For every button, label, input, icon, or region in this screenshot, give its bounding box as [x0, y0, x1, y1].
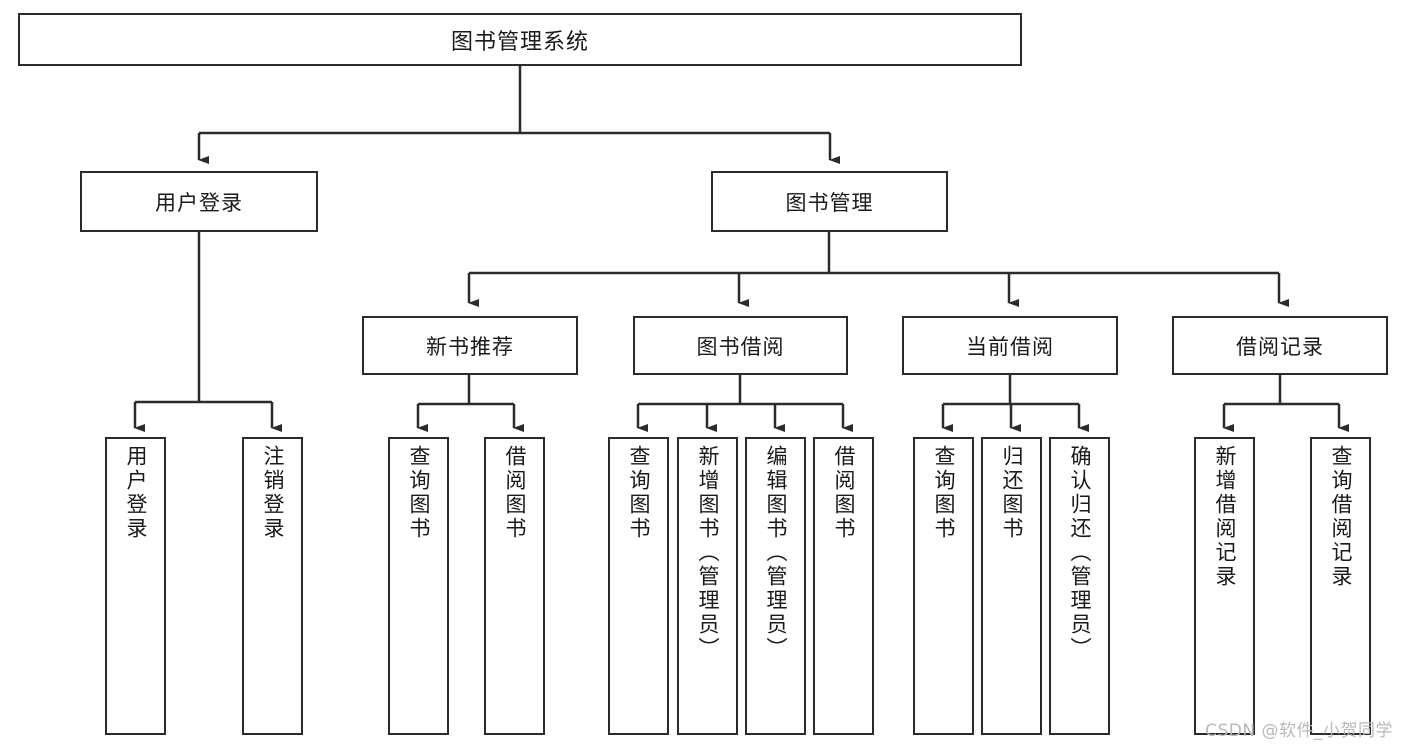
node-label: 借阅记录	[1236, 334, 1324, 359]
node-label: 借阅图书	[503, 445, 527, 541]
node-label: 归还图书	[1000, 445, 1024, 541]
leaf-book-borrow-add[interactable]: 新增图书（管理员）	[677, 437, 738, 735]
node-label: 查询借阅记录	[1329, 445, 1353, 589]
node-root-book-management-system[interactable]: 图书管理系统	[18, 13, 1022, 66]
leaf-book-borrow-query[interactable]: 查询图书	[608, 437, 669, 735]
node-label: 新增借阅记录	[1213, 445, 1237, 589]
node-label: 图书借阅	[696, 334, 785, 359]
node-label: 注销登录	[261, 445, 285, 541]
leaf-new-book-borrow[interactable]: 借阅图书	[484, 437, 545, 735]
watermark: CSDN @软件_小贺同学	[1205, 721, 1393, 741]
node-label: 查询图书	[627, 445, 651, 541]
node-label: 借阅图书	[832, 445, 856, 541]
node-label: 新书推荐	[426, 334, 514, 359]
node-label: 查询图书	[932, 445, 956, 541]
node-current-borrow[interactable]: 当前借阅	[902, 316, 1118, 375]
node-label: 用户登录	[155, 190, 243, 215]
node-label: 查询图书	[407, 445, 431, 541]
leaf-current-borrow-return[interactable]: 归还图书	[981, 437, 1042, 735]
node-borrow-record[interactable]: 借阅记录	[1172, 316, 1388, 375]
node-new-book-recommend[interactable]: 新书推荐	[362, 316, 578, 375]
node-book-management[interactable]: 图书管理	[711, 171, 948, 232]
leaf-book-borrow-borrow[interactable]: 借阅图书	[813, 437, 874, 735]
node-label: 当前借阅	[966, 334, 1054, 359]
node-label: 图书管理系统	[450, 29, 589, 55]
node-label: 图书管理	[785, 190, 874, 215]
leaf-borrow-record-query[interactable]: 查询借阅记录	[1310, 437, 1371, 735]
node-label: 用户登录	[124, 445, 148, 541]
leaf-user-login-login[interactable]: 用户登录	[105, 437, 166, 735]
leaf-current-borrow-confirm-return[interactable]: 确认归还（管理员）	[1049, 437, 1110, 735]
node-label: 新增图书（管理员）	[696, 445, 720, 661]
leaf-new-book-query[interactable]: 查询图书	[388, 437, 449, 735]
leaf-borrow-record-add[interactable]: 新增借阅记录	[1194, 437, 1255, 735]
node-user-login[interactable]: 用户登录	[80, 171, 318, 232]
node-label: 确认归还（管理员）	[1068, 445, 1092, 661]
leaf-current-borrow-query[interactable]: 查询图书	[913, 437, 974, 735]
leaf-book-borrow-edit[interactable]: 编辑图书（管理员）	[745, 437, 806, 735]
leaf-user-login-logout[interactable]: 注销登录	[242, 437, 303, 735]
node-label: 编辑图书（管理员）	[764, 445, 788, 661]
node-book-borrow[interactable]: 图书借阅	[633, 316, 848, 375]
